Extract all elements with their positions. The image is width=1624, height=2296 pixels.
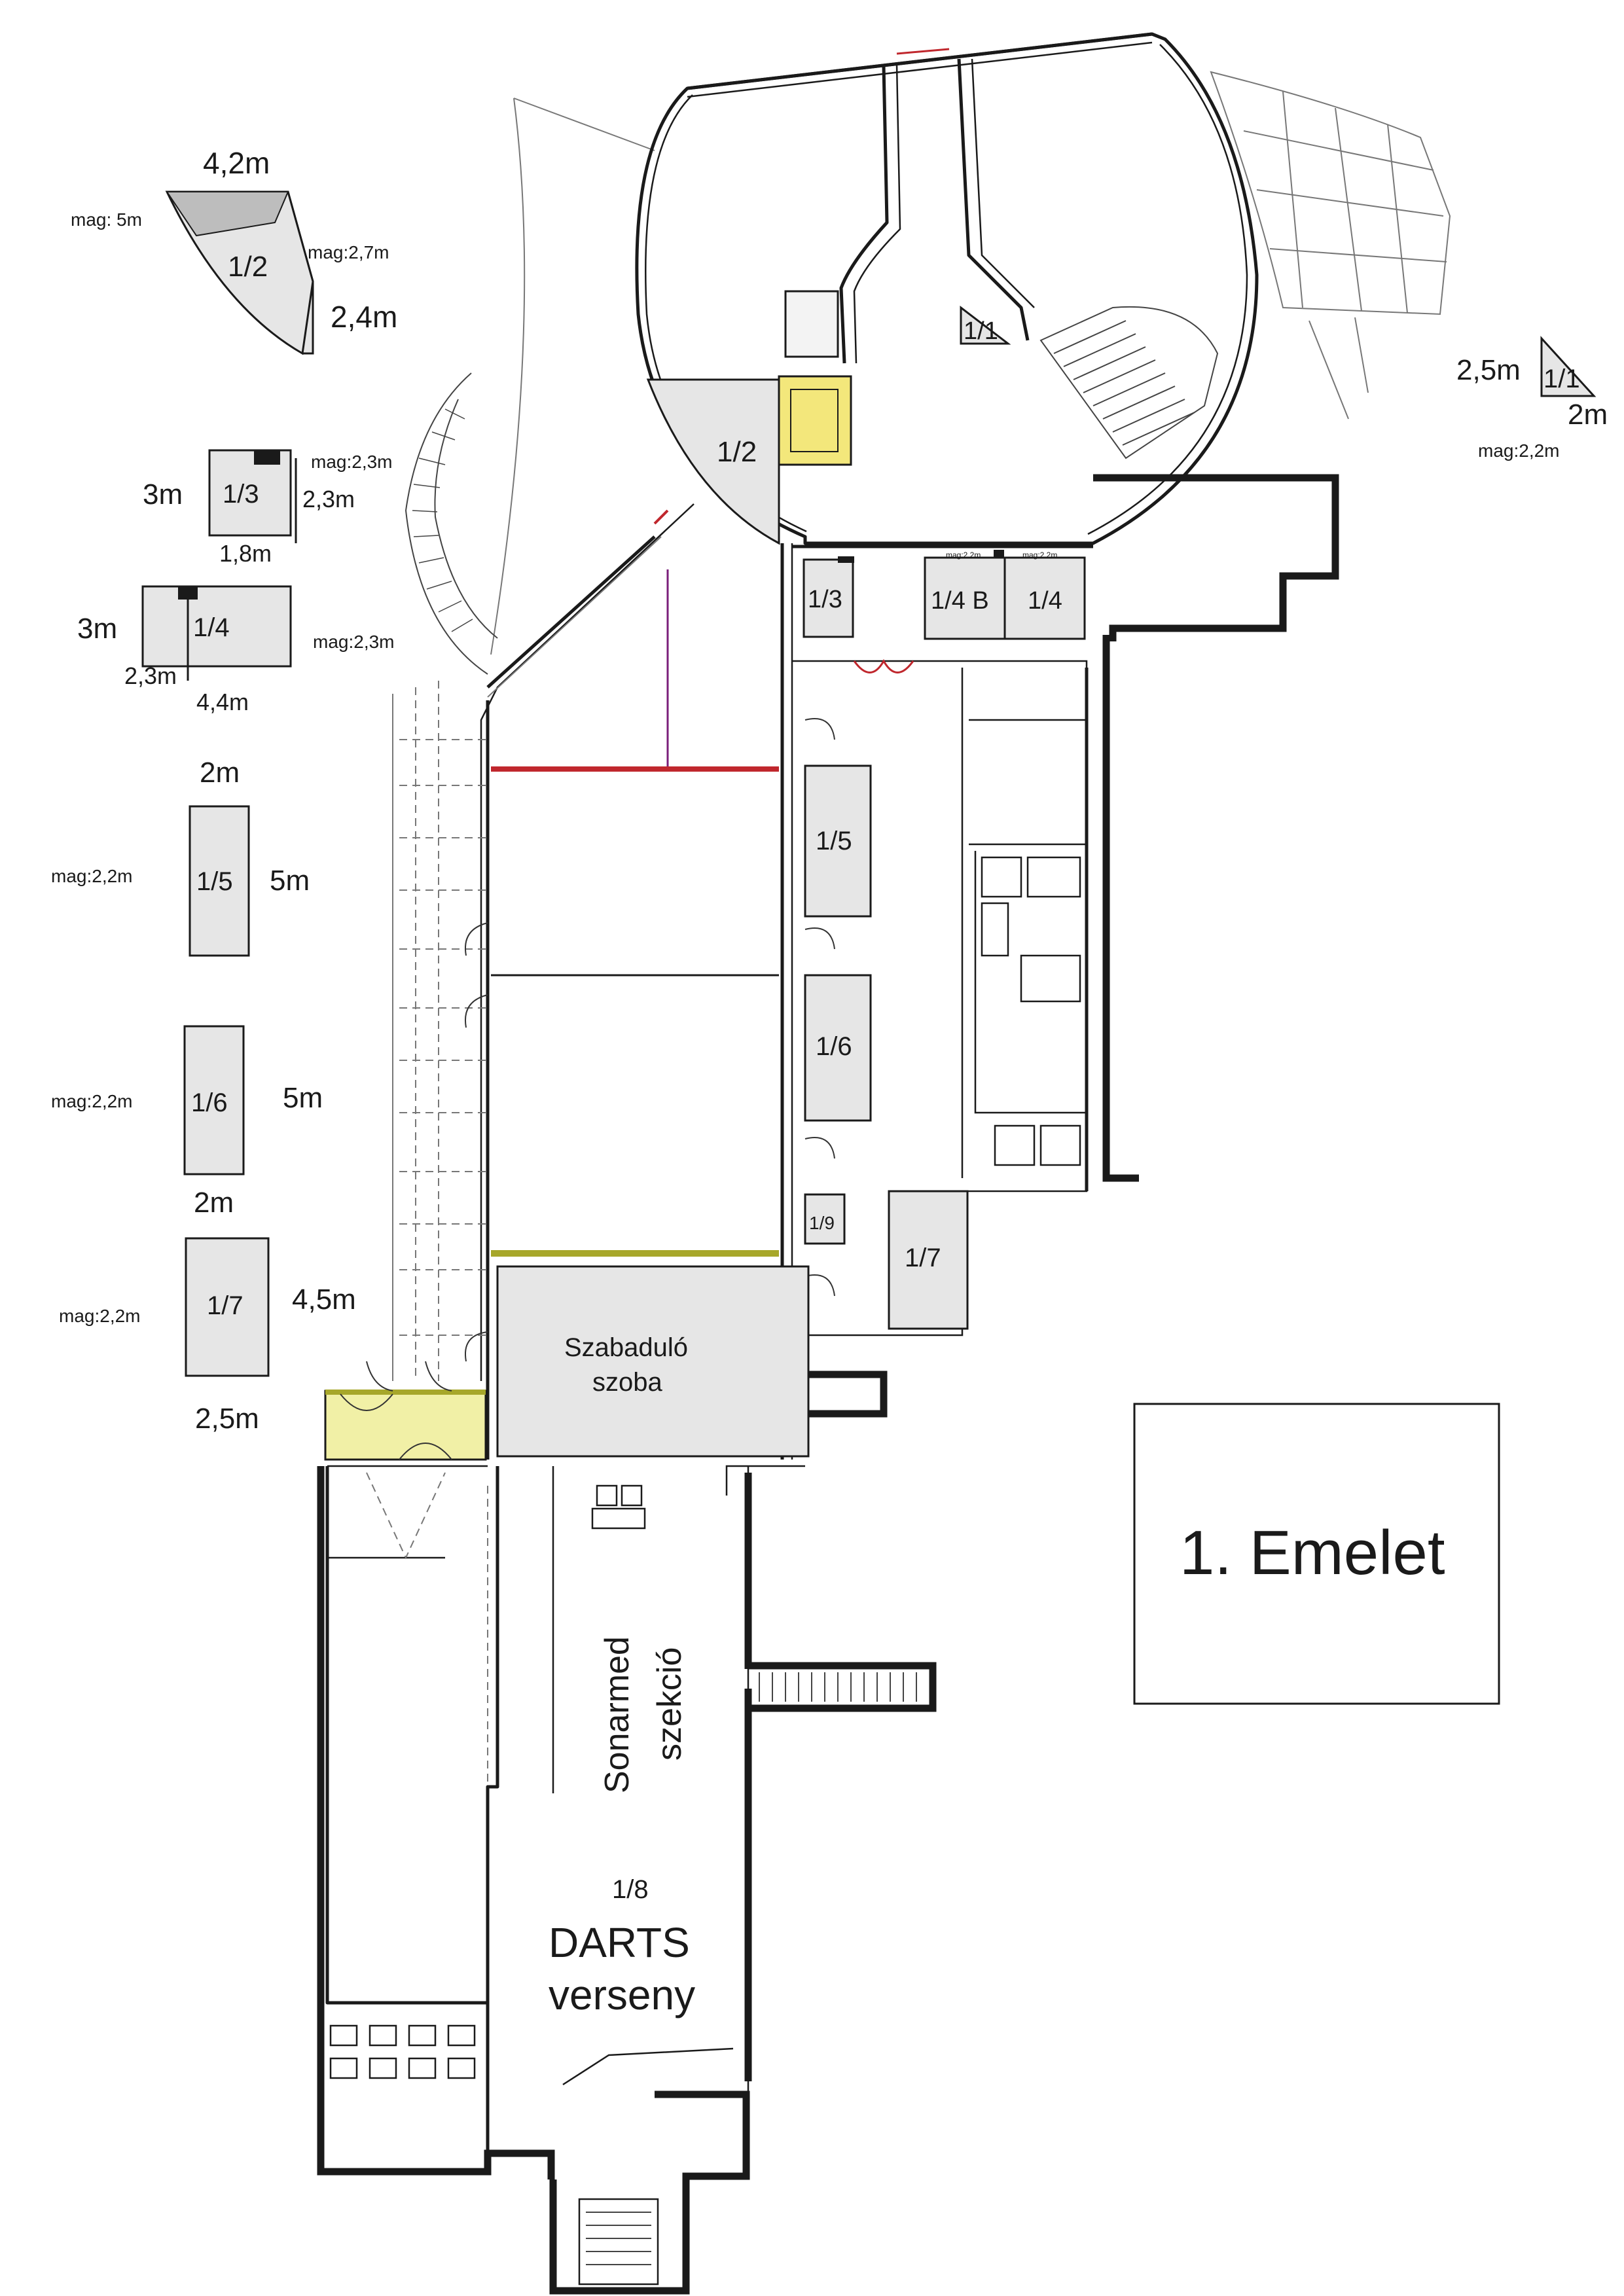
room-1-4b-label: 1/4 B — [931, 587, 989, 615]
round-tower: 1/1 1/2 — [635, 32, 1259, 545]
spiral-stair — [412, 408, 473, 632]
building: 1/1 1/2 — [317, 32, 1451, 2295]
legend-1-6-height: mag:2,2m — [51, 1091, 133, 1111]
small-mag-b: mag:2,2m — [1022, 550, 1057, 560]
small-mag-a: mag:2,2m — [946, 550, 981, 560]
south-wing — [317, 1465, 937, 2295]
floor-title-box: 1. Emelet — [1133, 1403, 1500, 1705]
legend-1-2-width: 4,2m — [203, 146, 270, 180]
legend-1-7-side: 4,5m — [292, 1283, 356, 1316]
legend-1-1-height: mag:2,2m — [1478, 440, 1560, 461]
room-1-4-label: 1/4 — [1028, 587, 1062, 615]
darts-label-2: verseny — [549, 1971, 695, 2018]
room-1-8-label: 1/8 — [612, 1875, 649, 1904]
legend: 4,2m mag: 5m mag:2,7m 2,4m 1/2 3m mag:2,… — [51, 146, 1608, 1435]
tower-staircase — [1039, 306, 1219, 459]
legend-1-6-side: 5m — [283, 1082, 323, 1114]
legend-1-3-dim: 2,3m — [302, 486, 355, 512]
room-1-7-label: 1/7 — [905, 1244, 941, 1272]
legend-1-4-height: mag:2,3m — [313, 632, 395, 652]
legend-1-2-height-left: mag: 5m — [71, 209, 142, 230]
legend-1-7-height: mag:2,2m — [59, 1306, 141, 1326]
legend-room-1-3: 3m mag:2,3m 2,3m 1,8m 1/3 — [143, 449, 393, 567]
legend-1-4-dim: 2,3m — [124, 662, 177, 689]
legend-1-1-id: 1/1 — [1543, 365, 1580, 393]
legend-1-3-height: mag:2,3m — [311, 452, 393, 472]
legend-1-1-bottom: 2m — [1568, 399, 1608, 431]
roof-grid — [1210, 71, 1451, 420]
legend-1-7-bottom: 2,5m — [195, 1403, 259, 1435]
sonarmed-label-2: szekció — [651, 1647, 689, 1761]
legend-1-7-id: 1/7 — [207, 1291, 244, 1320]
room-1-5-label: 1/5 — [816, 827, 852, 855]
darts-label-1: DARTS — [549, 1919, 690, 1966]
legend-1-2-depth: 2,4m — [331, 300, 397, 334]
legend-1-4-id: 1/4 — [193, 613, 230, 642]
doors — [465, 718, 835, 1362]
legend-1-6-id: 1/6 — [191, 1088, 228, 1117]
legend-room-1-5: 2m mag:2,2m 5m 1/5 — [51, 757, 310, 957]
floor-title: 1. Emelet — [1180, 1518, 1445, 1588]
legend-1-3-bottom: 1,8m — [219, 540, 272, 567]
room-1-1-label: 1/1 — [964, 317, 998, 345]
room-1-2-label: 1/2 — [717, 436, 757, 468]
toilets — [981, 856, 1081, 1166]
escape-room-label-1: Szabaduló — [564, 1333, 688, 1362]
legend-1-5-id: 1/5 — [196, 867, 233, 896]
legend-1-5-side: 5m — [270, 865, 310, 897]
legend-1-6-bottom: 2m — [194, 1187, 234, 1219]
entrance-area — [324, 1390, 487, 1461]
legend-room-1-7: mag:2,2m 4,5m 2,5m 1/7 — [59, 1237, 356, 1435]
room-1-3-label: 1/3 — [808, 586, 842, 613]
legend-1-3-side: 3m — [143, 478, 183, 511]
legend-1-5-top: 2m — [200, 757, 240, 789]
legend-1-5-height: mag:2,2m — [51, 866, 133, 886]
legend-room-1-4: 3m mag:2,3m 2,3m 4,4m 1/4 — [77, 585, 395, 715]
legend-1-2-id: 1/2 — [228, 251, 268, 283]
room-1-6-label: 1/6 — [816, 1032, 852, 1061]
legend-room-1-2: 4,2m mag: 5m mag:2,7m 2,4m 1/2 — [71, 146, 397, 355]
legend-1-1-side: 2,5m — [1456, 354, 1521, 386]
corridor-grid — [399, 739, 488, 1336]
lift-shaft — [784, 290, 839, 358]
legend-1-3-id: 1/3 — [223, 480, 259, 509]
legend-room-1-1: 2,5m 1/1 2m mag:2,2m — [1456, 336, 1608, 461]
legend-1-2-height-right: mag:2,7m — [308, 242, 389, 262]
room-1-9-label: 1/9 — [809, 1213, 835, 1233]
legend-1-4-side: 3m — [77, 613, 117, 645]
legend-1-4-bottom: 4,4m — [196, 689, 249, 715]
legend-room-1-6: mag:2,2m 5m 2m 1/6 — [51, 1025, 323, 1219]
sonarmed-label-1: Sonarmed — [598, 1636, 636, 1793]
escape-room-label-2: szoba — [592, 1368, 662, 1397]
